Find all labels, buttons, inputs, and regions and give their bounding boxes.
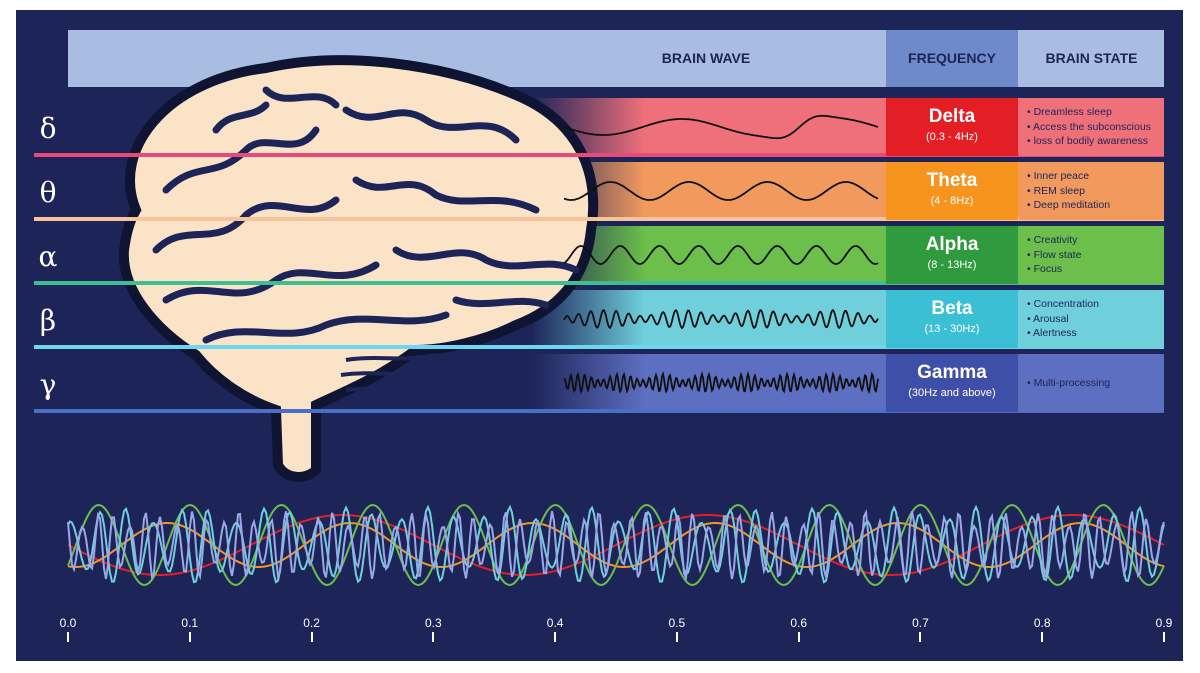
state-item: loss of bodily awareness [1019,134,1164,149]
brain-illustration-icon [118,55,599,482]
symbol-gamma: γ [39,368,57,401]
cell-alpha: Alpha (8 - 13Hz) [886,226,1018,284]
header-frequency-cell [886,30,1018,87]
band-range-alpha: (8 - 13Hz) [927,259,977,271]
state-item: Access the subconscious [1019,120,1164,135]
state-item: Alertness [1019,326,1164,341]
wave-delta [563,114,879,140]
cell-delta: Delta (0.3 - 4Hz) [886,98,1018,156]
symbol-alpha: α [38,240,58,273]
cell-gamma: Gamma (30Hz and above) [886,354,1018,412]
combined-wave-gamma [67,508,1165,582]
wave-gamma [563,370,879,395]
bar-alpha [34,281,1164,285]
cell-theta: Theta (4 - 8Hz) [886,162,1018,220]
band-name-delta: Delta [928,106,976,127]
wave-theta [563,181,879,201]
axis-tick [188,632,191,642]
axis-tick [1163,632,1165,642]
state-item: Deep meditation [1019,198,1164,213]
band-name-gamma: Gamma [917,362,987,383]
state-item: Focus [1019,262,1164,277]
axis-tick [675,632,678,642]
state-item: Arousal [1019,312,1164,327]
states-alpha: CreativityFlow stateFocus [1019,226,1164,284]
axis-tick [310,632,313,642]
axis-tick [797,632,800,642]
band-name-theta: Theta [926,170,978,191]
state-item: Inner peace [1019,169,1164,184]
axis-tick-label: 0.9 [1155,616,1173,630]
state-item: REM sleep [1019,184,1164,199]
band-name-alpha: Alpha [925,234,979,255]
header-frequency: FREQUENCY [908,50,996,66]
axis-tick [554,632,557,642]
bar-beta [34,345,1164,349]
states-gamma: Multi-processing [1019,354,1164,412]
axis-tick-label: 0.8 [1033,616,1051,630]
state-item: Flow state [1019,248,1164,263]
wave-beta [563,308,879,330]
combined-wave-alpha [67,503,1165,587]
states-theta: Inner peaceREM sleepDeep meditation [1019,162,1164,220]
wave-alpha [563,245,879,265]
symbol-theta: θ [39,176,57,209]
bar-gamma [34,409,1164,413]
combined-wave-chart [67,503,1165,587]
state-item: Concentration [1019,297,1164,312]
header-brain-wave: BRAIN WAVE [661,50,751,66]
header-brain-state: BRAIN STATE [1045,50,1138,66]
axis-tick-label: 0.5 [668,616,686,630]
bar-theta [34,217,1164,221]
symbol-beta: β [39,304,57,337]
axis-tick-label: 0.4 [546,616,564,630]
states-delta: Dreamless sleepAccess the subconsciouslo… [1019,98,1164,156]
bar-delta [34,153,1164,157]
band-range-theta: (4 - 8Hz) [930,195,974,207]
axis-tick [67,632,69,642]
state-item: Creativity [1019,233,1164,248]
axis-tick-label: 0.3 [424,616,442,630]
state-item: Multi-processing [1019,376,1164,391]
band-range-beta: (13 - 30Hz) [924,323,980,335]
axis-tick [432,632,435,642]
band-range-delta: (0.3 - 4Hz) [926,131,978,143]
axis-tick-label: 0.6 [790,616,807,630]
state-item: Dreamless sleep [1019,105,1164,120]
diagram-frame: BRAIN WAVE FREQUENCY BRAIN STATE [16,10,1183,661]
states-beta: ConcentrationArousalAlertness [1019,290,1164,348]
band-name-beta: Beta [931,298,973,319]
axis-tick-label: 0.2 [303,616,320,630]
row-waves [563,114,879,395]
axis-tick-label: 0.0 [59,616,77,630]
axis-tick [919,632,922,642]
cell-beta: Beta (13 - 30Hz) [886,290,1018,348]
axis-tick-label: 0.1 [181,616,199,630]
band-range-gamma: (30Hz and above) [908,387,996,399]
combined-wave-beta [67,504,1165,584]
axis-tick [1041,632,1044,642]
axis-tick-label: 0.7 [912,616,929,630]
symbol-delta: δ [39,112,57,145]
